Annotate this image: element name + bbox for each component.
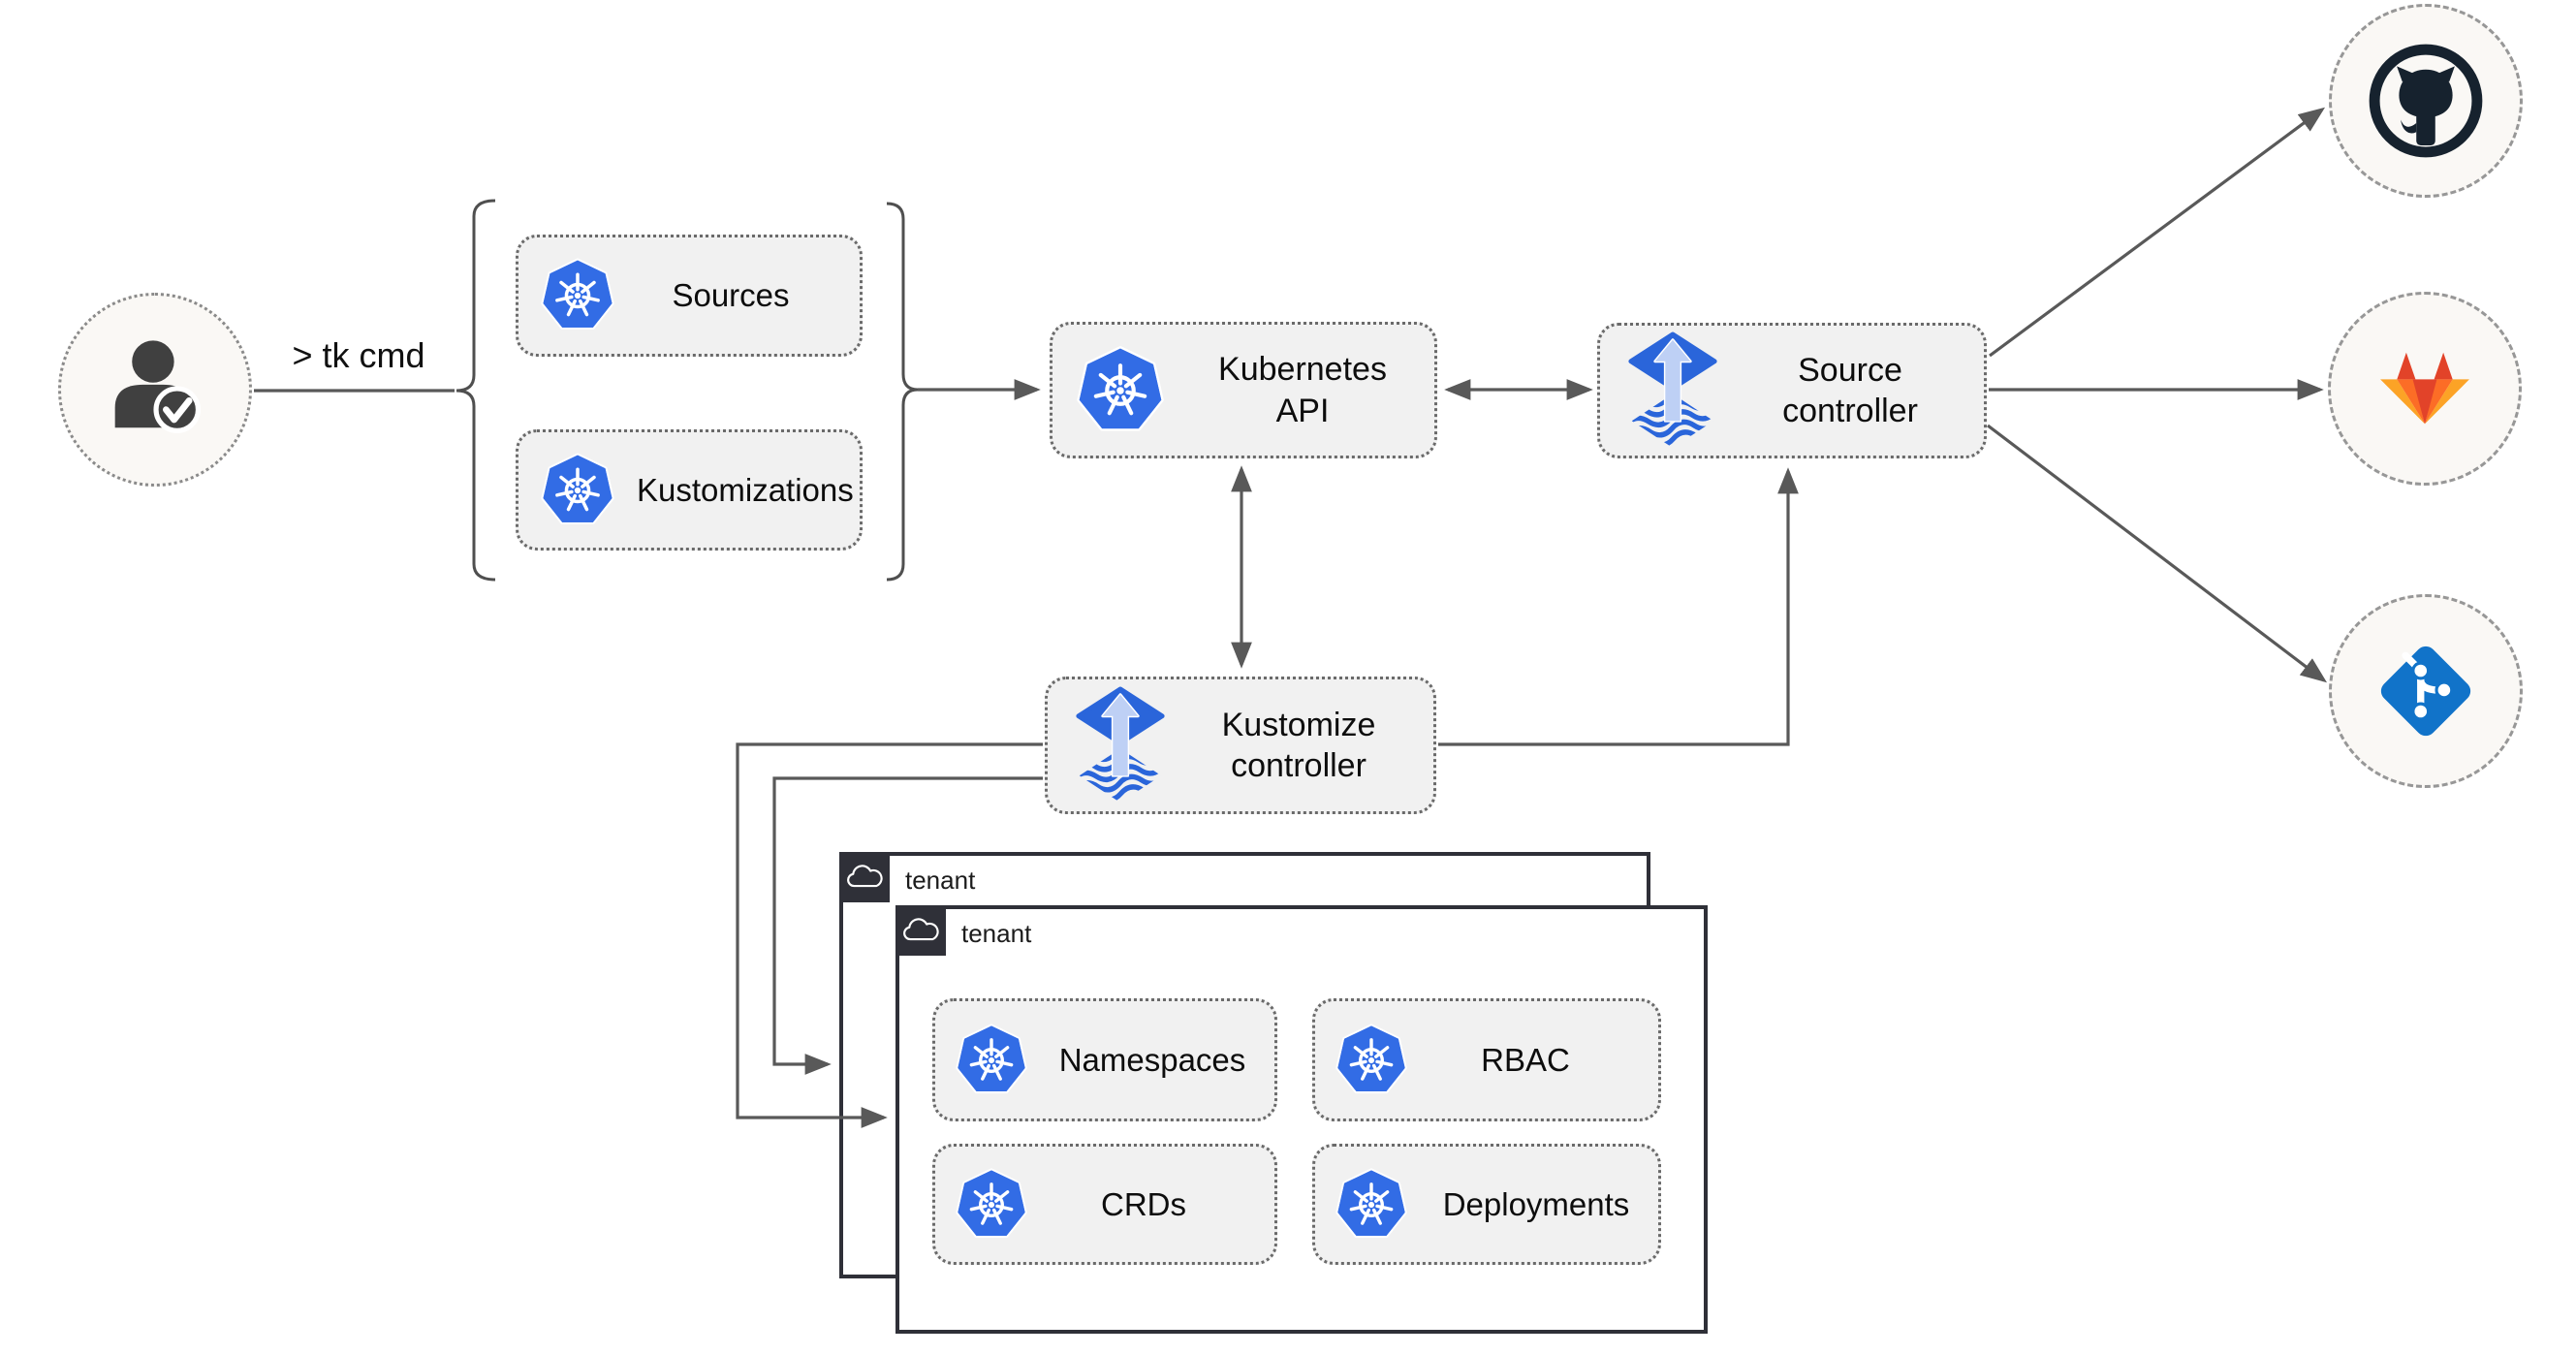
node-sources: Sources [516,235,863,357]
edge-source-to-github [1989,107,2326,358]
node-label-line2: controller [1231,747,1367,784]
node-kustomize-controller: Kustomize controller [1045,677,1436,814]
node-label: Sources [672,277,790,314]
node-label: RBAC [1481,1041,1570,1078]
node-label: Namespaces [1058,1041,1246,1078]
tenant-label: tenant [961,919,1032,948]
cloud-icon [895,905,946,956]
gitlab-icon [2380,352,2469,425]
kubernetes-icon [1315,1165,1428,1245]
kubernetes-icon [935,1021,1048,1100]
edge-kustomize-to-source-controller [1438,467,1799,746]
kubernetes-icon [935,1165,1048,1245]
github-icon [2359,34,2493,168]
node-source-controller: Source controller [1597,323,1987,458]
command-label: > tk cmd [292,335,425,375]
node-label: Deployments [1442,1185,1630,1222]
node-label: CRDs [1101,1185,1186,1222]
node-label: Kubernetes API [1218,351,1387,429]
node-rbac: RBAC [1312,998,1661,1121]
flux-icon [1048,685,1193,806]
node-namespaces: Namespaces [932,998,1277,1121]
flux-icon [1600,331,1745,452]
user-node [58,293,252,487]
endpoint-git [2329,594,2523,788]
bracket-left [456,199,496,582]
node-label-line1: Source [1798,351,1902,389]
kubernetes-icon [518,450,637,531]
bracket-right [886,202,919,582]
endpoint-github [2329,4,2523,198]
edge-source-to-git [1987,424,2328,683]
git-icon [2365,630,2487,752]
node-crds: CRDs [932,1144,1277,1265]
cloud-icon [839,852,890,902]
node-deployments: Deployments [1312,1144,1661,1265]
kubernetes-icon [518,255,637,336]
kubernetes-icon [1052,342,1188,439]
node-label: Kustomizations [637,471,854,508]
kubernetes-icon [1315,1021,1428,1100]
tenant-window-front: tenant Namespaces RBAC CRDs Deployments [895,905,1708,1334]
node-kubernetes-api: Kubernetes API [1050,322,1437,458]
node-label: Kustomize controller [1193,705,1404,787]
node-kustomizations: Kustomizations [516,429,863,551]
user-check-icon [95,330,215,450]
tenant-label: tenant [905,866,976,895]
endpoint-gitlab [2328,292,2522,486]
node-label: Source controller [1745,350,1955,432]
node-label-line1: Kustomize [1221,706,1376,743]
node-label-line2: controller [1782,393,1918,429]
